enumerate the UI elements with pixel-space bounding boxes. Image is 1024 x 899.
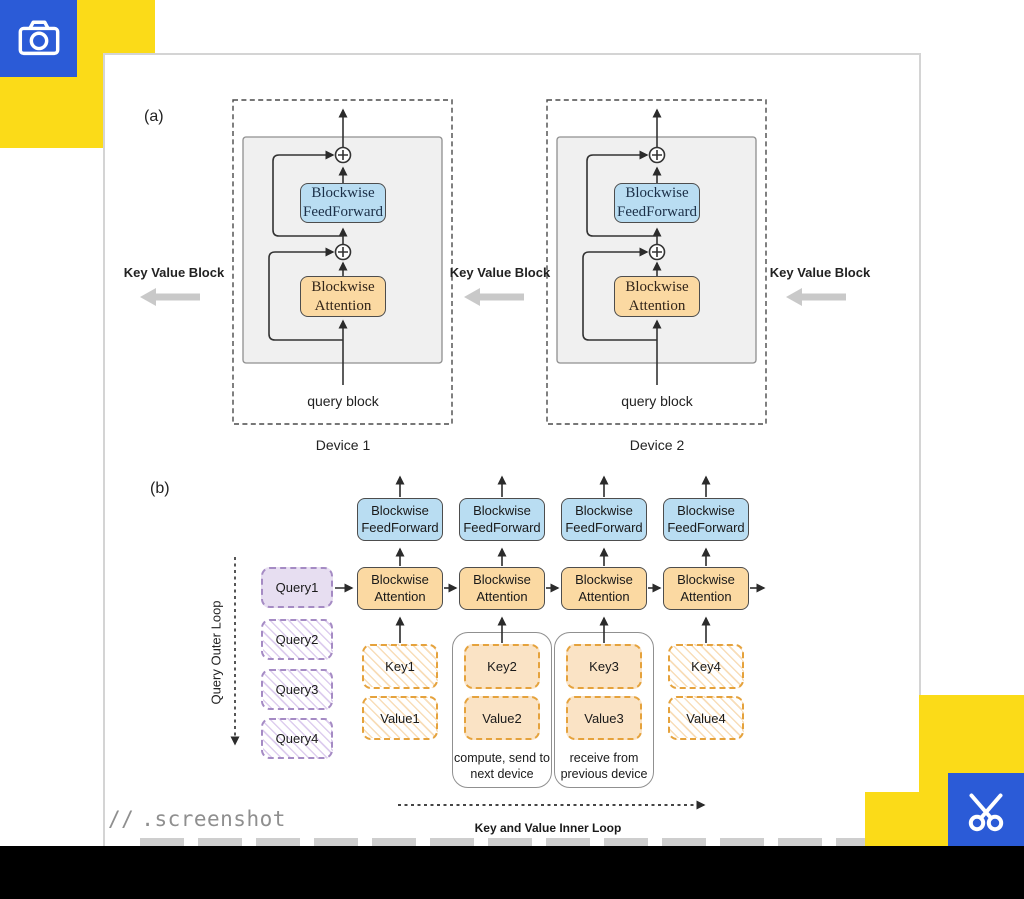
query4-box: Query4 xyxy=(261,718,333,759)
yellow-decoration-bottom-small xyxy=(865,792,919,846)
camera-button[interactable] xyxy=(0,0,77,77)
kv-block-label-right: Key Value Block xyxy=(769,265,871,280)
device2-label: Device 2 xyxy=(629,437,685,453)
key4-box: Key4 xyxy=(668,644,744,689)
query3-box: Query3 xyxy=(261,669,333,710)
ff-block-device1: Blockwise FeedForward xyxy=(300,183,386,223)
attention-block-device2: Blockwise Attention xyxy=(614,276,700,317)
camera-icon xyxy=(18,20,59,55)
query1-box: Query1 xyxy=(261,567,333,608)
query2-box: Query2 xyxy=(261,619,333,660)
kv-block-label-middle: Key Value Block xyxy=(449,265,551,280)
value2-box: Value2 xyxy=(464,696,540,740)
panel-a-label: (a) xyxy=(144,108,164,125)
key3-box: Key3 xyxy=(566,644,642,689)
key1-box: Key1 xyxy=(362,644,438,689)
send-note: compute, send to next device xyxy=(454,751,550,782)
key2-box: Key2 xyxy=(464,644,540,689)
kv-block-label-left: Key Value Block xyxy=(123,265,225,280)
black-bottom-bar xyxy=(0,846,1024,899)
value4-box: Value4 xyxy=(668,696,744,740)
receive-note: receive from previous device xyxy=(560,751,648,782)
clipped-caption-text xyxy=(140,838,896,847)
value3-box: Value3 xyxy=(566,696,642,740)
query-outer-loop-label: Query Outer Loop xyxy=(208,600,224,705)
panel-b-label: (b) xyxy=(150,480,170,497)
screenshot-comment: //.screenshot xyxy=(108,807,286,831)
ff-block-device2: Blockwise FeedForward xyxy=(614,183,700,223)
query-block-label-device1: query block xyxy=(307,393,379,409)
crop-button[interactable] xyxy=(948,773,1024,846)
kv-inner-loop-label: Key and Value Inner Loop xyxy=(474,821,622,835)
scissors-icon xyxy=(968,793,1004,831)
device1-label: Device 1 xyxy=(315,437,371,453)
query-block-label-device2: query block xyxy=(621,393,693,409)
attention-block-device1: Blockwise Attention xyxy=(300,276,386,317)
value1-box: Value1 xyxy=(362,696,438,740)
